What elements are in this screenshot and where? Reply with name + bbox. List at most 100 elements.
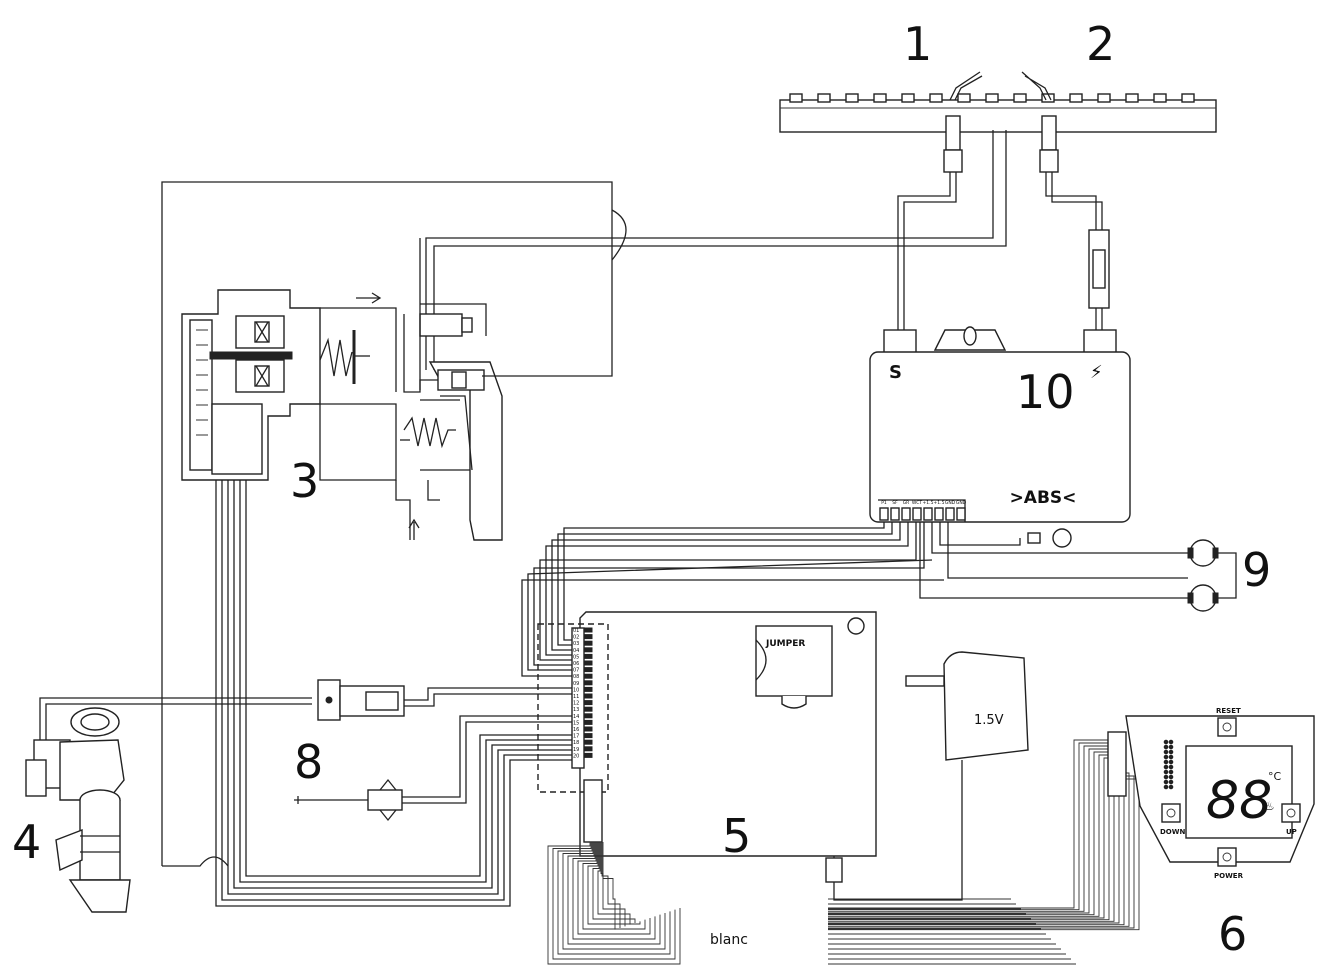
- module-terminal: [890, 507, 900, 521]
- module-terminal: [901, 507, 911, 521]
- valve-board-bundle: [162, 480, 574, 907]
- pin-number: 19: [573, 747, 579, 753]
- board-pin: [583, 693, 593, 699]
- panel-led: [1163, 744, 1169, 750]
- pin-number: 07: [573, 668, 579, 674]
- board-pin: [583, 667, 593, 673]
- board-pin: [583, 627, 593, 633]
- board-pin: [583, 746, 593, 752]
- flame-icon: ♨: [1264, 799, 1275, 813]
- reset-button[interactable]: [1217, 717, 1237, 737]
- ribbon-wire: [552, 842, 676, 960]
- module-terminal: [912, 507, 922, 521]
- down-button[interactable]: [1161, 803, 1181, 823]
- burner-cap: [1069, 93, 1083, 103]
- panel-led: [1168, 754, 1174, 760]
- pin-number: 02: [573, 635, 579, 641]
- pin-number: 13: [573, 707, 579, 713]
- board-pin: [583, 634, 593, 640]
- pin-number: 16: [573, 727, 579, 733]
- panel-led: [1163, 784, 1169, 790]
- ribbon-wire: [597, 842, 631, 925]
- board-pin: [583, 680, 593, 686]
- board-pin: [583, 733, 593, 739]
- ribbon-wire: [592, 842, 636, 923]
- panel-led: [1168, 784, 1174, 790]
- electrode-wires: [425, 130, 1110, 370]
- pin-number: 20: [573, 753, 579, 759]
- callout-5: 5: [722, 809, 751, 863]
- display-panel: 88 °C ♨ RESET DOWN UP POWER: [1107, 707, 1315, 880]
- safety-thermostat-wiring: [919, 522, 1237, 612]
- board-pin: [583, 726, 593, 732]
- pin-number: 18: [573, 740, 579, 746]
- module-terminal: [934, 507, 944, 521]
- board-pin: [583, 739, 593, 745]
- module-terminal-label: P1: [881, 500, 887, 506]
- callout-9: 9: [1242, 543, 1271, 597]
- display-digits: 88: [1206, 771, 1272, 831]
- panel-led: [1168, 774, 1174, 780]
- ribbon-wire: [602, 842, 616, 930]
- panel-led: [1163, 739, 1169, 745]
- module-terminal: [945, 507, 955, 521]
- ribbon-wire: [828, 748, 1108, 914]
- ribbon-wire: [601, 842, 621, 928]
- panel-led: [1168, 779, 1174, 785]
- spark-terminal-label: ⚡: [1090, 362, 1103, 383]
- panel-led: [1163, 749, 1169, 755]
- callout-10: 10: [1016, 365, 1075, 419]
- callout-2: 2: [1086, 17, 1115, 71]
- down-label: DOWN: [1160, 828, 1185, 836]
- ribbon-wire: [828, 757, 1108, 919]
- display-unit: °C: [1268, 770, 1282, 783]
- burner-cap: [1097, 93, 1111, 103]
- pin-number: 12: [573, 701, 579, 707]
- module-terminal-label: WCT: [912, 500, 923, 506]
- panel-led: [1163, 764, 1169, 770]
- callout-4: 4: [12, 815, 41, 869]
- burner-cap: [1125, 93, 1139, 103]
- burner-cap: [817, 93, 831, 103]
- ribbon-wire: [547, 842, 681, 965]
- board-pin: [583, 719, 593, 725]
- panel-led: [1168, 739, 1174, 745]
- adapter-voltage: 1.5V: [974, 713, 1004, 728]
- pin-number: 14: [573, 714, 579, 720]
- ribbon-wire: [828, 742, 1108, 911]
- burner-cap: [901, 93, 915, 103]
- board-pin: [583, 713, 593, 719]
- pin-number: 03: [573, 641, 579, 647]
- ribbon-wire: [828, 751, 1108, 916]
- ribbon-wire: [828, 754, 1108, 917]
- up-button[interactable]: [1281, 803, 1301, 823]
- module-terminal: [956, 507, 966, 521]
- board-pin: [583, 640, 593, 646]
- panel-led: [1163, 779, 1169, 785]
- board-pin: [583, 653, 593, 659]
- burner-cap: [1153, 93, 1167, 103]
- pin-number: 09: [573, 681, 579, 687]
- burner-cap: [929, 93, 943, 103]
- callout-8: 8: [294, 735, 323, 789]
- control-board: JUMPER 010203040506070809101112131415161…: [537, 611, 877, 857]
- board-pin: [583, 647, 593, 653]
- burner-cap: [789, 93, 803, 103]
- module-terminal: [879, 507, 889, 521]
- sense-terminal-label: S: [889, 362, 902, 383]
- module-terminal-label: GND: [945, 500, 956, 506]
- pin-number: 11: [573, 694, 579, 700]
- power-button[interactable]: [1217, 847, 1237, 867]
- panel-led: [1168, 749, 1174, 755]
- panel-led: [1168, 769, 1174, 775]
- ribbon-wire: [600, 842, 626, 927]
- pin-number: 08: [573, 674, 579, 680]
- module-terminal-label: SF: [892, 500, 898, 506]
- pin-number: 05: [573, 654, 579, 660]
- panel-led: [1168, 764, 1174, 770]
- cable-label: blanc: [710, 932, 748, 948]
- burner-ramp: [779, 71, 1217, 173]
- module-board-bundle: [521, 522, 944, 677]
- burner-cap: [845, 93, 859, 103]
- board-pin: [583, 673, 593, 679]
